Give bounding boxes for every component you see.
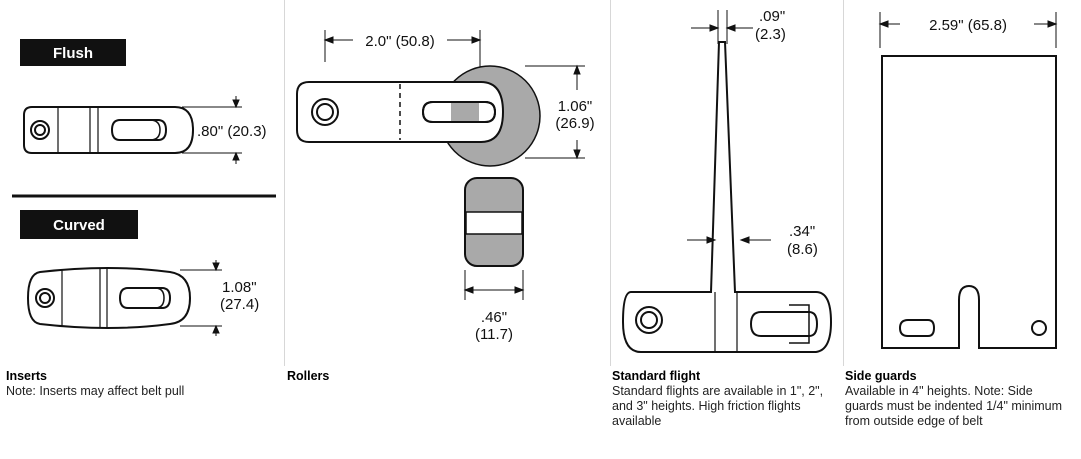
flush-dimension [182, 96, 242, 164]
guard-width-dim: 2.59" (65.8) [929, 17, 1007, 34]
flush-dim-text: .80" (20.3) [197, 123, 267, 140]
inserts-caption-title: Inserts [6, 369, 47, 383]
roller-link-drawing [296, 81, 505, 143]
guard-width-dimension [878, 12, 1058, 48]
curved-insert-drawing [26, 267, 192, 329]
rollers-caption: Rollers [287, 369, 587, 384]
roller-thickness-dimension [463, 270, 525, 300]
flight-panel: .09" (2.3) .34" (8.6) [611, 0, 844, 366]
flush-label-bg [20, 39, 126, 66]
roller-height-dim-mm: (26.9) [555, 115, 594, 132]
flight-top-dimension [691, 10, 753, 44]
guards-diagram: 2.59" (65.8) [878, 12, 1058, 349]
flight-drawing [621, 41, 833, 353]
flight-base-dim-in: .34" [789, 223, 815, 240]
flush-label: Flush [53, 45, 93, 62]
roller-height-dimension [525, 64, 585, 160]
guards-panel: 2.59" (65.8) [844, 0, 1081, 366]
flight-caption: Standard flight Standard flights are ava… [612, 369, 834, 429]
flight-diagram: .09" (2.3) .34" (8.6) [621, 8, 833, 353]
rollers-caption-title: Rollers [287, 369, 330, 383]
rollers-diagram: 2.0" (50.8) 1.06" (26.9) [296, 30, 595, 343]
curved-dimension [180, 260, 222, 336]
curved-dim-mm: (27.4) [220, 296, 259, 313]
inserts-panel: Flush .80" (20.3) Curved [0, 0, 285, 366]
flight-top-dim-in: .09" [759, 8, 785, 25]
inserts-caption-text: Note: Inserts may affect belt pull [6, 384, 185, 398]
guards-caption-title: Side guards [845, 369, 917, 383]
guards-caption: Side guards Available in 4" heights. Not… [845, 369, 1065, 429]
guards-caption-text: Available in 4" heights. Note: Side guar… [845, 384, 1063, 428]
side-guard-drawing [881, 55, 1057, 349]
curved-label-bg [20, 210, 138, 239]
flight-base-dimension [687, 236, 771, 244]
roller-width-dim: 2.0" (50.8) [365, 33, 435, 50]
flight-caption-title: Standard flight [612, 369, 701, 383]
inserts-caption: Inserts Note: Inserts may affect belt pu… [6, 369, 276, 399]
curved-label: Curved [53, 217, 105, 234]
flush-insert-drawing [23, 106, 195, 154]
flight-base-dim-mm: (8.6) [787, 241, 818, 258]
roller-side-view [464, 177, 524, 267]
roller-thickness-dim-mm: (11.7) [475, 326, 513, 343]
rollers-panel: 2.0" (50.8) 1.06" (26.9) [285, 0, 611, 366]
flight-top-dim-mm: (2.3) [755, 26, 786, 43]
roller-thickness-dim-in: .46" [481, 309, 507, 326]
roller-height-dim-in: 1.06" [558, 98, 593, 115]
curved-dim-in: 1.08" [222, 279, 257, 296]
inserts-diagram: Flush .80" (20.3) Curved [12, 39, 276, 336]
flight-caption-text: Standard flights are available in 1", 2"… [612, 384, 824, 428]
